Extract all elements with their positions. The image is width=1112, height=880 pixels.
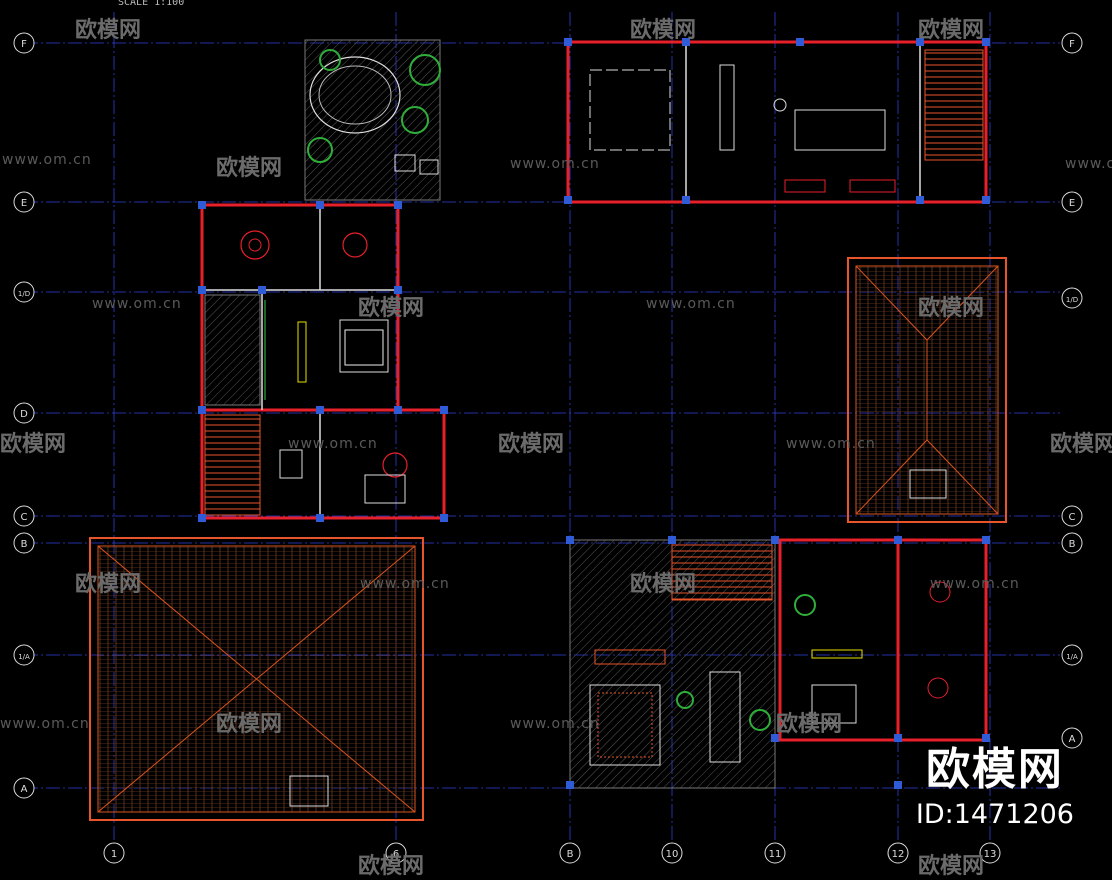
floor-plan-top-right bbox=[566, 40, 988, 204]
grid-right-bubble: 1/A bbox=[1061, 644, 1083, 666]
grid-row-bubble: A bbox=[13, 777, 35, 799]
grid-right-bubble-text: 1/A bbox=[1066, 653, 1078, 661]
brand-id: ID:1471206 bbox=[915, 799, 1074, 830]
grid-right-bubble: E bbox=[1061, 191, 1083, 213]
column-marker bbox=[564, 38, 572, 46]
column-marker bbox=[916, 38, 924, 46]
grid-row-bubble: D bbox=[13, 402, 35, 424]
column-marker bbox=[566, 781, 574, 789]
grid-right-bubble-text: C bbox=[1069, 512, 1076, 523]
grid-right-bubble: C bbox=[1061, 505, 1083, 527]
column-marker bbox=[198, 514, 206, 522]
grid-row-bubble-text: D bbox=[20, 409, 28, 420]
column-marker bbox=[394, 286, 402, 294]
grid-row-bubble-text: 1/D bbox=[18, 290, 30, 298]
column-marker bbox=[796, 38, 804, 46]
grid-right-bubble-text: 1/D bbox=[1066, 296, 1078, 304]
scale-label: SCALE 1:100 bbox=[118, 0, 185, 8]
column-marker bbox=[316, 201, 324, 209]
column-marker bbox=[440, 514, 448, 522]
grid-bubbles: F E 1/D D C B 1/A A 1 6 B 10 11 12 13 F E 1/D C B 1/A A bbox=[13, 32, 1083, 864]
column-marker bbox=[316, 406, 324, 414]
floor-plan-left bbox=[200, 203, 446, 520]
grid-row-bubble-text: B bbox=[21, 539, 28, 550]
grid-col-bubble: 1 bbox=[103, 842, 125, 864]
grid-row-bubble-text: C bbox=[21, 512, 28, 523]
structural-columns bbox=[198, 38, 990, 789]
column-marker bbox=[894, 734, 902, 742]
column-marker bbox=[198, 286, 206, 294]
grid-col-bubble-text: 11 bbox=[769, 849, 782, 860]
column-marker bbox=[566, 536, 574, 544]
column-marker bbox=[394, 406, 402, 414]
floor-plan-bottom-right bbox=[569, 538, 988, 789]
brand-name: 欧模网 bbox=[925, 744, 1064, 795]
column-marker bbox=[894, 781, 902, 789]
column-marker bbox=[682, 38, 690, 46]
column-marker bbox=[982, 734, 990, 742]
grid-col-bubble-text: B bbox=[567, 849, 574, 860]
column-marker bbox=[771, 536, 779, 544]
column-marker bbox=[682, 196, 690, 204]
column-marker bbox=[982, 38, 990, 46]
grid-row-bubble: B bbox=[13, 532, 35, 554]
roof-top-right bbox=[847, 257, 1007, 523]
grid-col-bubble-text: 1 bbox=[111, 849, 117, 860]
grid-right-bubble-text: B bbox=[1069, 539, 1076, 550]
grid-col-bubble: 6 bbox=[385, 842, 407, 864]
brand-badge: 欧模网 ID:1471206 bbox=[916, 733, 1074, 830]
grid-row-bubble: 1/D bbox=[13, 281, 35, 303]
column-marker bbox=[440, 406, 448, 414]
column-marker bbox=[982, 196, 990, 204]
grid-row-bubble: E bbox=[13, 191, 35, 213]
column-marker bbox=[198, 201, 206, 209]
grid-row-bubble: C bbox=[13, 505, 35, 527]
grid-right-bubble-text: F bbox=[1069, 39, 1075, 50]
column-marker bbox=[564, 196, 572, 204]
grid-col-bubble: 11 bbox=[764, 842, 786, 864]
grid-right-bubble-text: E bbox=[1069, 198, 1075, 209]
roof-bottom-left bbox=[89, 537, 424, 821]
column-marker bbox=[258, 286, 266, 294]
grid-row-bubble-text: F bbox=[21, 39, 27, 50]
grid-row-bubble-text: 1/A bbox=[18, 653, 30, 661]
grid-col-bubble: 12 bbox=[887, 842, 909, 864]
grid-col-bubble: B bbox=[559, 842, 581, 864]
column-marker bbox=[198, 406, 206, 414]
grid-col-bubble-text: 12 bbox=[892, 849, 905, 860]
grid-col-bubble: 10 bbox=[661, 842, 683, 864]
grid-row-bubble-text: E bbox=[21, 198, 27, 209]
garden-courtyard bbox=[304, 39, 441, 201]
grid-row-bubble-text: A bbox=[21, 784, 28, 795]
column-marker bbox=[894, 536, 902, 544]
column-marker bbox=[668, 536, 676, 544]
column-marker bbox=[771, 734, 779, 742]
column-marker bbox=[916, 196, 924, 204]
grid-row-bubble: F bbox=[13, 32, 35, 54]
grid-col-bubble-text: 13 bbox=[984, 849, 997, 860]
column-marker bbox=[394, 201, 402, 209]
grid-row-bubble: 1/A bbox=[13, 644, 35, 666]
column-marker bbox=[982, 536, 990, 544]
grid-right-bubble: F bbox=[1061, 32, 1083, 54]
grid-right-bubble: A bbox=[1061, 727, 1083, 749]
grid-right-bubble: B bbox=[1061, 532, 1083, 554]
grid-col-bubble: 13 bbox=[979, 842, 1001, 864]
grid-col-bubble-text: 10 bbox=[666, 849, 679, 860]
column-marker bbox=[316, 514, 324, 522]
grid-right-bubble: 1/D bbox=[1061, 287, 1083, 309]
grid-right-bubble-text: A bbox=[1069, 734, 1076, 745]
grid-col-bubble-text: 6 bbox=[393, 849, 399, 860]
